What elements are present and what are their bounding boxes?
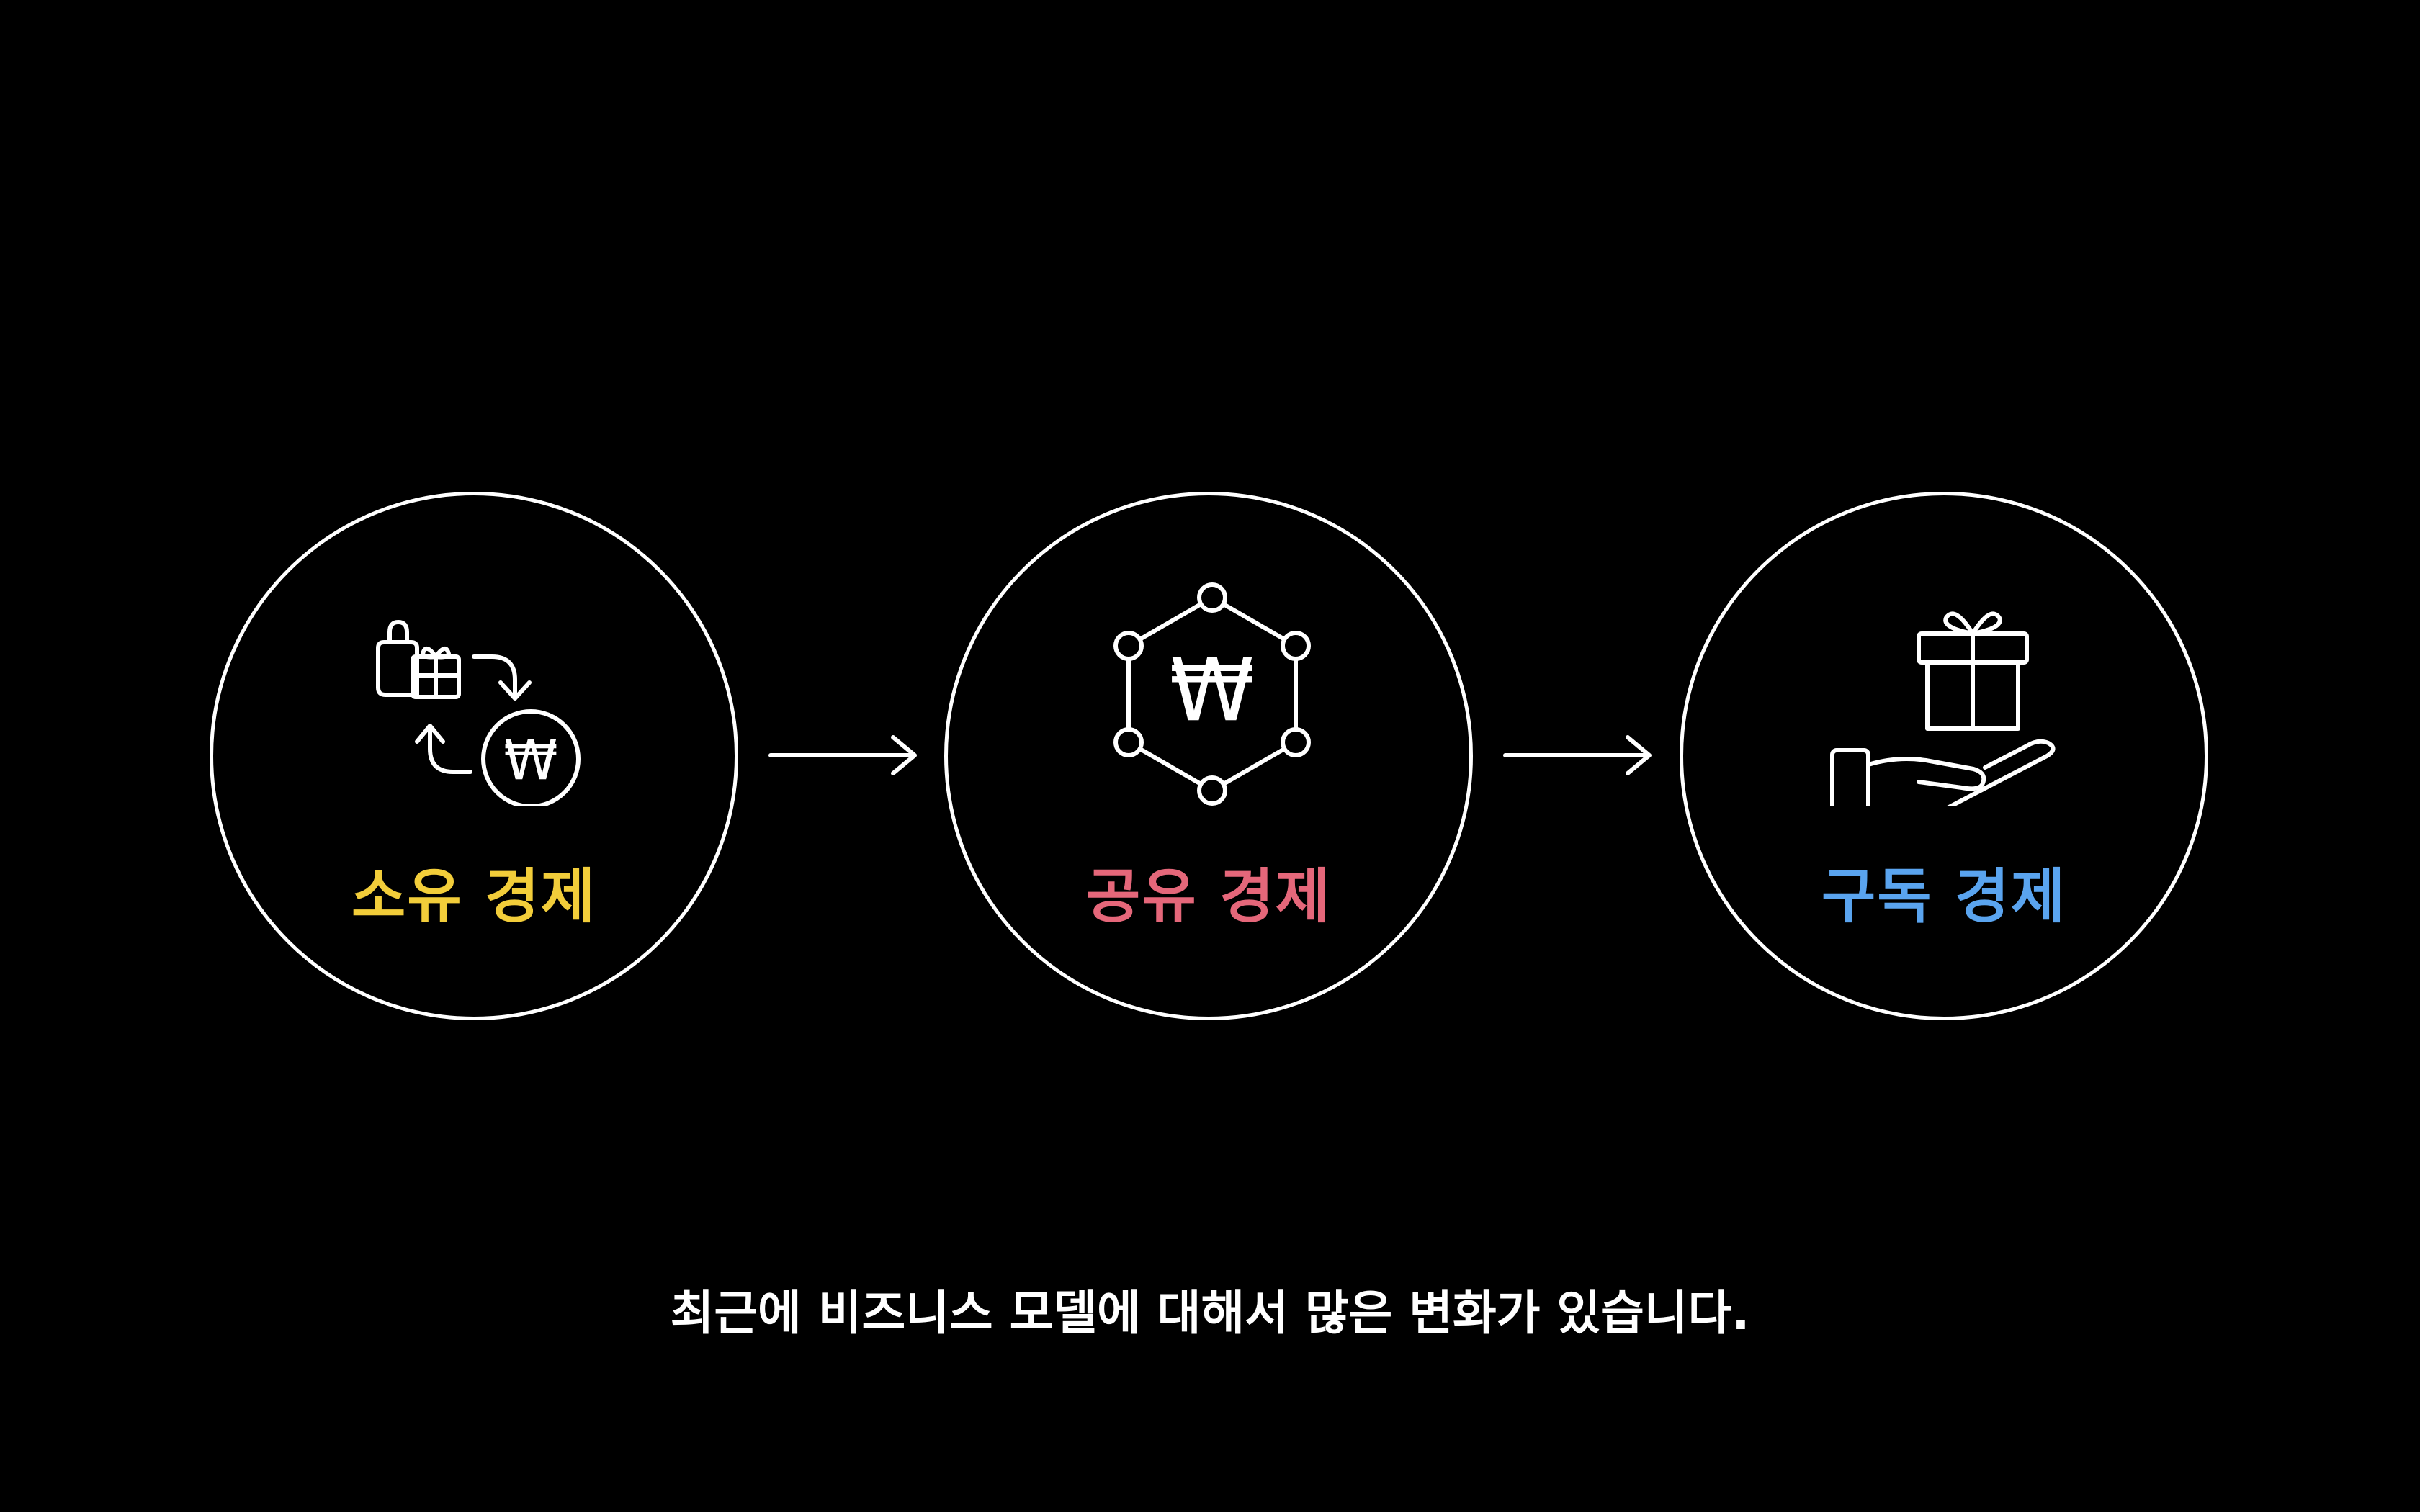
node-label: 구독 경제 [1821,863,2067,931]
node-label: 소유 경제 [351,863,597,931]
won-symbol: ₩ [503,728,557,792]
hexagon-network-won-icon: ₩ [1113,582,1311,806]
shopping-bag-exchange-icon: ₩ [376,620,581,806]
node-label: 공유 경제 [1085,863,1332,931]
arrow-right-icon [1503,735,1652,775]
node-sharing-economy: ₩ 공유 경제 [944,492,1473,1020]
node-subscription-economy: 구독 경제 [1680,492,2208,1020]
subtitle-caption: 최근에 비즈니스 모델에 대해서 많은 변화가 있습니다. [670,1285,1750,1341]
won-symbol: ₩ [1170,641,1255,741]
gift-on-hand-icon [1830,611,2056,806]
arrow-right-icon [768,735,917,775]
node-ownership-economy: ₩ 소유 경제 [210,492,738,1020]
